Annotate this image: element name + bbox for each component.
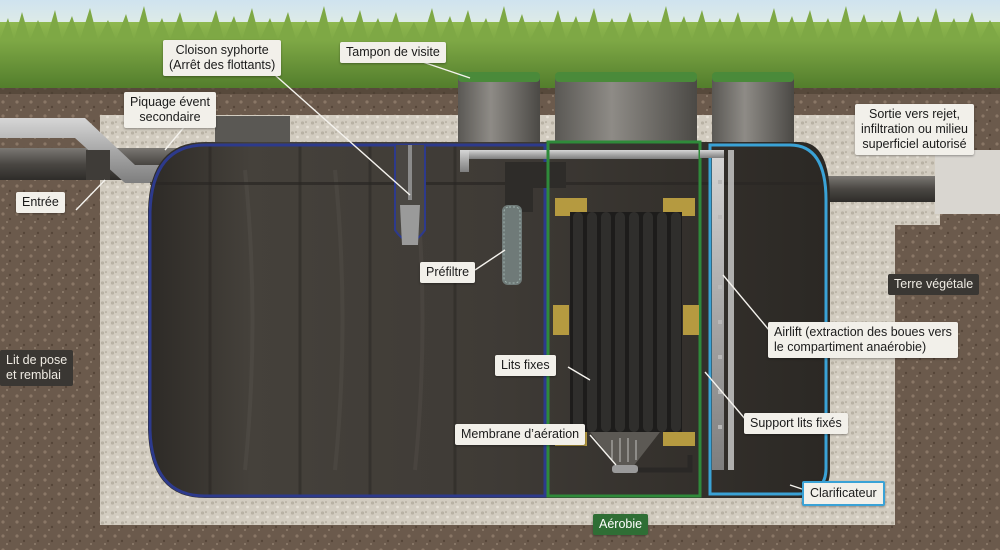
airlift-icon (712, 150, 724, 470)
riser-right (712, 78, 794, 146)
riser-left (458, 78, 540, 146)
prefilter-icon (502, 205, 522, 285)
label-lit-de-pose: Lit de pose et remblai (0, 350, 74, 386)
label-airlift: Airlift (extraction des boues vers le co… (768, 322, 958, 358)
label-prefiltre: Préfiltre (420, 262, 476, 283)
transfer-pipe-icon (460, 150, 700, 159)
label-cloison-syphorte: Cloison syphorte (Arrêt des flottants) (163, 40, 282, 76)
aeration-membrane-icon (612, 465, 638, 473)
label-support-lits-fixes: Support lits fixés (744, 413, 848, 434)
anaerobic-compartment (148, 143, 547, 498)
fixed-media-support-icon (728, 150, 734, 470)
outlet-box (935, 150, 1000, 214)
label-membrane-aeration: Membrane d’aération (455, 424, 586, 445)
label-sortie: Sortie vers rejet, infiltration ou milie… (855, 104, 974, 155)
label-piquage-event: Piquage évent secondaire (124, 92, 216, 128)
label-entree: Entrée (16, 192, 65, 213)
label-terre-vegetale: Terre végétale (888, 274, 980, 295)
aerobic-compartment (546, 140, 702, 498)
label-tampon-de-visite: Tampon de visite (340, 42, 446, 63)
riser-middle (555, 78, 697, 146)
label-aerobie: Aérobie (593, 514, 649, 535)
label-lits-fixes: Lits fixes (495, 355, 556, 376)
fixed-media-icon (570, 212, 682, 432)
label-clarificateur: Clarificateur (802, 481, 885, 506)
